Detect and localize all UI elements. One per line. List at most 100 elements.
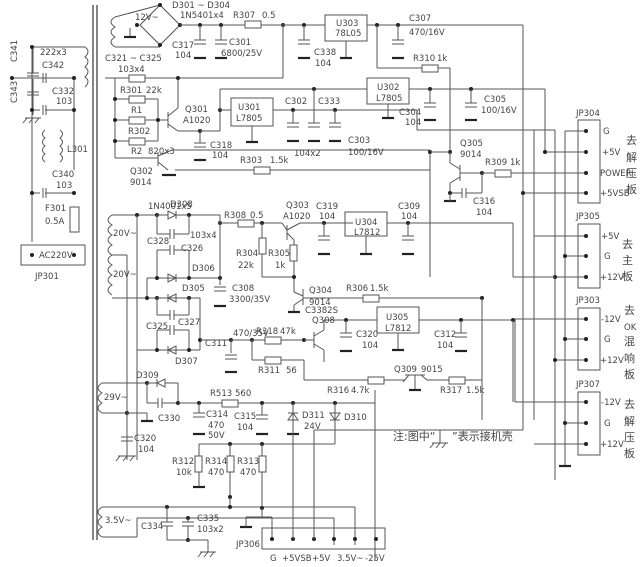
d301-range-label: D301 ~ D304 xyxy=(172,1,230,11)
jp307-pin-2: G xyxy=(604,419,611,429)
c340-ref: C340 xyxy=(52,170,74,180)
c307-ref: C307 xyxy=(409,14,431,24)
fuse-f301-icon xyxy=(69,206,80,233)
r307-resistor xyxy=(244,20,262,29)
c318-value: 104 xyxy=(212,151,228,161)
r2-resistor xyxy=(128,137,146,146)
note-suffix: ”表示接机壳 xyxy=(452,429,513,443)
input-filter-section: 222x3 C342 C332 103 L301 C340 103 F301 0… xyxy=(10,40,89,282)
c307-value: 470/16V xyxy=(409,28,445,38)
c303-ref: C303 xyxy=(348,136,370,146)
q304-value: 9014 xyxy=(309,298,331,308)
rectifier-20v-section: 1N4001x5 D308 C328 103x4 C326 D306 D305 … xyxy=(107,170,555,460)
diode-type-label: 1N4001x5 xyxy=(148,202,192,212)
c332-ref: C332 xyxy=(52,87,74,97)
r317-value: 1.5k xyxy=(466,386,485,396)
jp306-ref: JP306 xyxy=(235,540,260,550)
chassis-ground-icon xyxy=(115,455,136,462)
r310-value: 1k xyxy=(437,54,447,64)
c335-ref: C335 xyxy=(197,514,219,524)
c316-ref: C316 xyxy=(473,197,495,207)
jp304-connector[interactable]: JP304 G +5V POWER +5VSB 去 解 压 板 xyxy=(575,109,637,204)
c311-value: 470/35V xyxy=(233,329,269,339)
q303-value: A1020 xyxy=(283,212,310,222)
d307-diode-icon xyxy=(166,345,177,355)
r313-value: 470 xyxy=(240,468,256,478)
jp303-pin-2: G xyxy=(604,335,611,345)
c320a-value: 104 xyxy=(362,341,378,351)
c312-value: 104 xyxy=(437,341,453,351)
c317-ref: C317 xyxy=(172,41,194,51)
winding-20v-upper-label: 20V~ xyxy=(113,229,137,239)
r309-ref: R309 xyxy=(485,158,507,168)
jp303-ref: JP303 xyxy=(575,296,600,306)
jp306-pin-3: +5V xyxy=(312,554,331,564)
r303-value: 1.5k xyxy=(270,156,289,166)
u303-ref: U303 xyxy=(336,19,358,29)
jp305-dest-1: 去 xyxy=(622,238,633,251)
d311-value: 24V xyxy=(304,422,321,432)
c341-ref: C341 xyxy=(10,40,20,62)
jp305-dest-3: 板 xyxy=(622,269,633,283)
u304-value: L7812 xyxy=(354,228,380,238)
jp301-connector[interactable] xyxy=(20,244,86,266)
l301-label: L301 xyxy=(67,145,88,155)
jp306-connector[interactable] xyxy=(261,527,386,550)
r513-value: 560 xyxy=(235,389,251,399)
u302-value: L7805 xyxy=(376,94,402,104)
c321-range-label: C321 ~ C325 xyxy=(105,54,162,64)
r312-ref: R312 xyxy=(172,457,194,467)
d310-ref: D310 xyxy=(344,413,367,423)
c314-value-1: 470 xyxy=(208,421,224,431)
c302-ref: C302 xyxy=(285,97,307,107)
winding-20v-lower-icon xyxy=(107,254,113,296)
jp301-ref: JP301 xyxy=(34,272,59,282)
q302-value: 9014 xyxy=(130,178,152,188)
jp303-connector[interactable]: JP303 -12V G +12V 去 OK 混 响 板 xyxy=(575,296,637,381)
r313-resistor xyxy=(258,455,267,473)
r306-ref: R306 xyxy=(346,284,368,294)
q308-ref: Q308 xyxy=(312,316,335,326)
winding-20v-upper-icon xyxy=(107,214,113,256)
r309-value: 1k xyxy=(510,158,520,168)
jp304-pin-2: +5V xyxy=(602,148,621,158)
c315-ref: C315 xyxy=(234,412,256,422)
r306-value: 1.5k xyxy=(370,284,389,294)
chassis-ground-note: 注:图中“ ”表示接机壳 xyxy=(393,429,513,449)
supply-3v5-section: 3.5V~ C334 C335 103x2 JP306 G +5VSB +5V … xyxy=(97,410,386,564)
u302-ref: U302 xyxy=(377,83,399,93)
c301-value: 6800/25V xyxy=(221,49,262,59)
regulator-minus12v-section: 470/35V C311 R318 47k R311 56 C3382S Q30… xyxy=(205,306,515,402)
r318-ref: R318 xyxy=(256,327,278,337)
r305-value: 1k xyxy=(275,261,285,271)
r304-ref: R304 xyxy=(236,249,258,259)
r513-ref: R513 xyxy=(210,389,232,399)
c342-ref: C342 xyxy=(42,61,64,71)
c332-value: 103 xyxy=(56,97,72,107)
jp303-dest-5: 板 xyxy=(624,367,635,381)
c340-value: 103 xyxy=(56,181,72,191)
c320b-value: 104 xyxy=(138,445,154,455)
chassis-ground-icon xyxy=(429,442,448,449)
winding-3v5-label: 3.5V~ xyxy=(105,516,131,526)
c316-value: 104 xyxy=(476,208,492,218)
jp305-connector[interactable]: JP305 +5V G +12V 去 主 板 xyxy=(575,212,633,289)
r314-resistor xyxy=(226,455,235,473)
output-bus-wiring xyxy=(514,130,586,480)
u305-ref: U305 xyxy=(386,313,408,323)
c318-ref: C318 xyxy=(210,141,232,151)
c319-ref: C319 xyxy=(316,202,338,212)
jp307-connector[interactable]: JP307 -12V G +12V 去 解 压 板 xyxy=(575,380,635,460)
r314-ref: R314 xyxy=(205,457,227,467)
r316-resistor xyxy=(367,376,385,385)
r301-value: 22k xyxy=(146,86,162,96)
d306-ref: D306 xyxy=(192,264,215,274)
r305-ref: R305 xyxy=(268,249,290,259)
q309-ref: Q309 xyxy=(394,365,417,375)
r314-value: 470 xyxy=(208,468,224,478)
c304-value: 104 xyxy=(405,118,421,128)
jp303-dest-3: 混 xyxy=(624,335,635,348)
jp306-pin-4: 3.5V~ xyxy=(337,554,363,564)
r311-ref: R311 xyxy=(258,366,280,376)
